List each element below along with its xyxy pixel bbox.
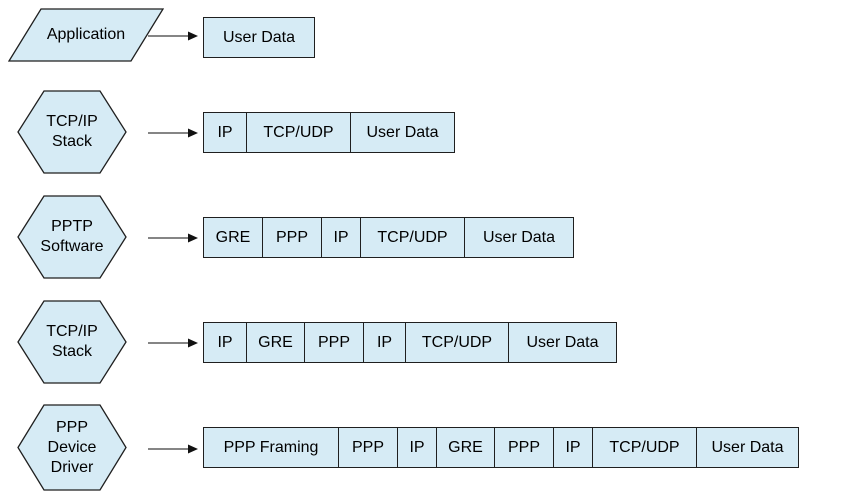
- packet-segment: IP: [217, 123, 233, 141]
- packet-segment: User Data: [350, 113, 454, 152]
- right-arrow-icon: [147, 442, 199, 460]
- packet-segment: PPP: [338, 428, 397, 467]
- packet-segment: PPP Framing: [223, 438, 319, 456]
- packet-segment: User Data: [696, 428, 798, 467]
- stage-label-line: PPTP: [51, 218, 93, 235]
- stage-label-line: Stack: [51, 343, 92, 360]
- stage-label: TCP/IP Stack: [17, 90, 127, 174]
- packet-structure: User Data: [203, 17, 315, 58]
- right-arrow-icon: [147, 29, 199, 47]
- hexagon-outline: [17, 195, 127, 279]
- packet-segment: PPP: [262, 218, 321, 257]
- right-arrow-glyph: [148, 233, 198, 243]
- right-arrow-glyph: [148, 444, 198, 454]
- stage-label-line: Application: [46, 26, 126, 43]
- stage-label-line: PPP: [55, 418, 88, 436]
- right-arrow-glyph: [148, 31, 198, 41]
- stage-label-line: Device: [47, 438, 97, 456]
- hexagon-outline: [17, 90, 127, 174]
- stage-label-line: Stack: [51, 133, 92, 150]
- packet-segment: IP: [553, 428, 592, 467]
- right-arrow-icon: [147, 231, 199, 249]
- packet-segment: TCP/UDP: [592, 428, 696, 467]
- right-arrow-glyph: [148, 128, 198, 138]
- packet-segment: GRE: [246, 323, 304, 362]
- hexagon-outline: [17, 404, 127, 491]
- packet-segment: GRE: [215, 228, 251, 246]
- stage-label-line: TCP/IP: [46, 323, 98, 340]
- right-arrow-icon: [147, 126, 199, 144]
- stage-label-line: Software: [40, 238, 104, 255]
- packet-segment: IP: [321, 218, 360, 257]
- stage-shape: TCP/IP Stack: [17, 300, 127, 384]
- right-arrow-icon: [147, 336, 199, 354]
- packet-segment: IP: [363, 323, 405, 362]
- hexagon-outline: [17, 300, 127, 384]
- right-arrow-glyph: [148, 338, 198, 348]
- stage-label-line: Driver: [50, 458, 94, 476]
- stage-shape: Application: [8, 8, 164, 62]
- stage-shape: TCP/IP Stack: [17, 90, 127, 174]
- stage-label: PPTP Software: [17, 195, 127, 279]
- packet-segment: PPP: [494, 428, 553, 467]
- packet-segment: IP: [217, 333, 233, 351]
- stage-label-line: TCP/IP: [46, 113, 98, 130]
- packet-segment: IP: [397, 428, 436, 467]
- stage-shape: PPTP Software: [17, 195, 127, 279]
- packet-segment: TCP/UDP: [405, 323, 508, 362]
- packet-segment: PPP: [304, 323, 363, 362]
- stage-label: Application: [8, 8, 164, 62]
- packet-segment: User Data: [464, 218, 573, 257]
- packet-segment: User Data: [508, 323, 616, 362]
- packet-segment: GRE: [436, 428, 494, 467]
- packet-segment: TCP/UDP: [360, 218, 464, 257]
- packet-segment: User Data: [222, 28, 296, 46]
- packet-segment: TCP/UDP: [246, 113, 350, 152]
- stage-label: TCP/IP Stack: [17, 300, 127, 384]
- parallelogram-outline: [8, 8, 164, 62]
